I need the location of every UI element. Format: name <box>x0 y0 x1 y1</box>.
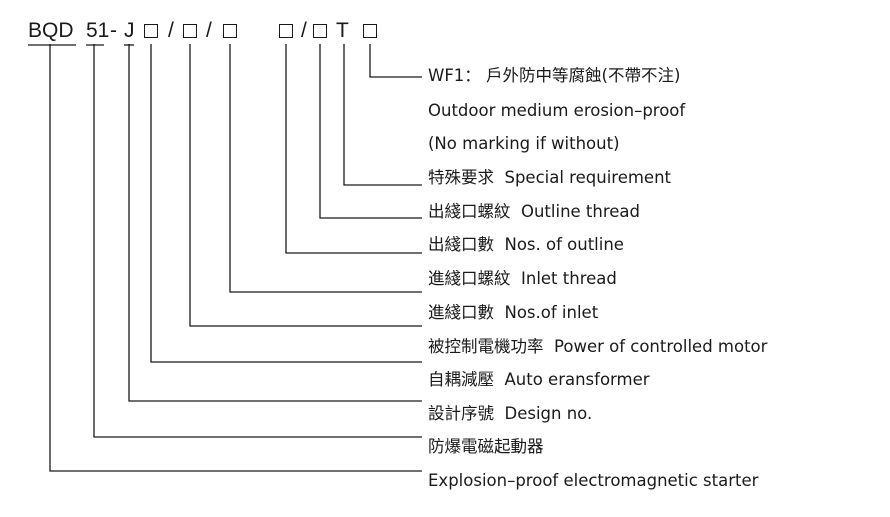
code-slash-2: / <box>206 19 212 42</box>
label-auto-transformer: 自耦減壓 Auto eransformer <box>428 370 650 389</box>
code-slash-3: / <box>301 19 307 42</box>
code-box-wf1 <box>363 24 377 38</box>
label-motor-power: 被控制電機功率 Power of controlled motor <box>428 337 768 356</box>
label-nos-of-outline: 出綫口數 Nos. of outline <box>428 235 624 254</box>
leader-inlet-thread <box>229 44 422 293</box>
label-no-marking: (No marking if without) <box>428 134 620 153</box>
leader-outline-thread <box>319 44 422 219</box>
label-special-requirement: 特殊要求 Special requirement <box>428 168 671 187</box>
leader-nos-of-inlet <box>189 44 422 327</box>
code-dash: - <box>110 19 117 42</box>
code-slash-1: / <box>168 19 174 42</box>
label-nos-of-inlet: 進綫口數 Nos.of inlet <box>428 303 599 322</box>
code-prefix: BQD <box>28 19 74 42</box>
code-box-nos-of-outline <box>279 24 293 38</box>
leader-nos-of-outline <box>285 44 422 254</box>
leader-design-no <box>93 44 422 438</box>
leader-wf1 <box>369 44 422 78</box>
label-explosion-proof-starter-cn: 防爆電磁起動器 <box>428 437 544 456</box>
code-box-inlet-thread <box>223 24 237 38</box>
leader-special-requirement <box>343 44 422 186</box>
code-type-letter: J <box>124 19 135 42</box>
code-box-motor-power <box>144 24 158 38</box>
label-explosion-proof-starter-en: Explosion–proof electromagnetic starter <box>428 471 759 490</box>
leader-motor-power <box>150 44 422 363</box>
label-design-no: 設計序號 Design no. <box>428 404 593 423</box>
label-outdoor-erosion-proof: Outdoor medium erosion–proof <box>428 101 686 120</box>
label-inlet-thread: 進綫口螺紋 Inlet thread <box>428 269 617 288</box>
label-wf1: WF1： 戶外防中等腐蝕(不帶不注) <box>428 66 681 85</box>
code-series: 51 <box>86 19 110 42</box>
leader-explosion-proof-starter <box>49 44 422 472</box>
code-box-nos-of-inlet <box>183 24 197 38</box>
leader-auto-transformer <box>128 44 422 402</box>
code-box-outline-thread <box>313 24 327 38</box>
code-suffix-letter: T <box>336 19 349 42</box>
label-outline-thread: 出綫口螺紋 Outline thread <box>428 202 641 221</box>
